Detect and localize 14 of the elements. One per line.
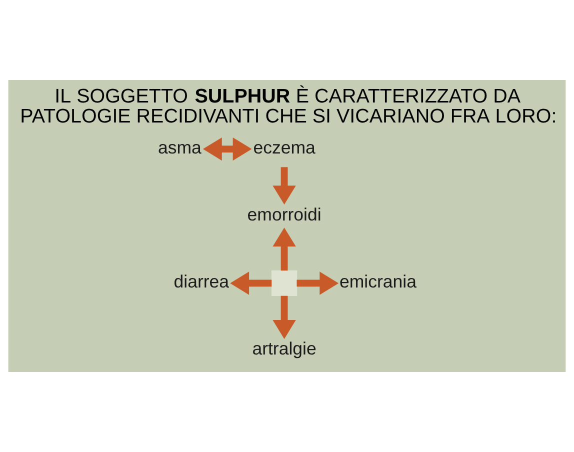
arrow (202, 137, 252, 161)
arrow (272, 167, 296, 205)
node-text: eczema (253, 137, 316, 158)
arrow (272, 228, 296, 271)
node-text: emorroidi (247, 204, 322, 224)
node-box (271, 270, 298, 296)
arrow (230, 272, 272, 295)
diagram-title: IL SOGGETTO SULPHUR È CARATTERIZZATO DA PATOLOGIE RECIDIVANTI CHE SI VICARIANO FRA LORO: (20, 86, 557, 128)
node-text: emicrania (340, 272, 416, 292)
node-text: asma (158, 137, 202, 158)
node-text: artralgie (252, 338, 316, 359)
arrow (296, 272, 339, 295)
node-text: diarrea (174, 272, 230, 292)
arrow (272, 296, 296, 339)
